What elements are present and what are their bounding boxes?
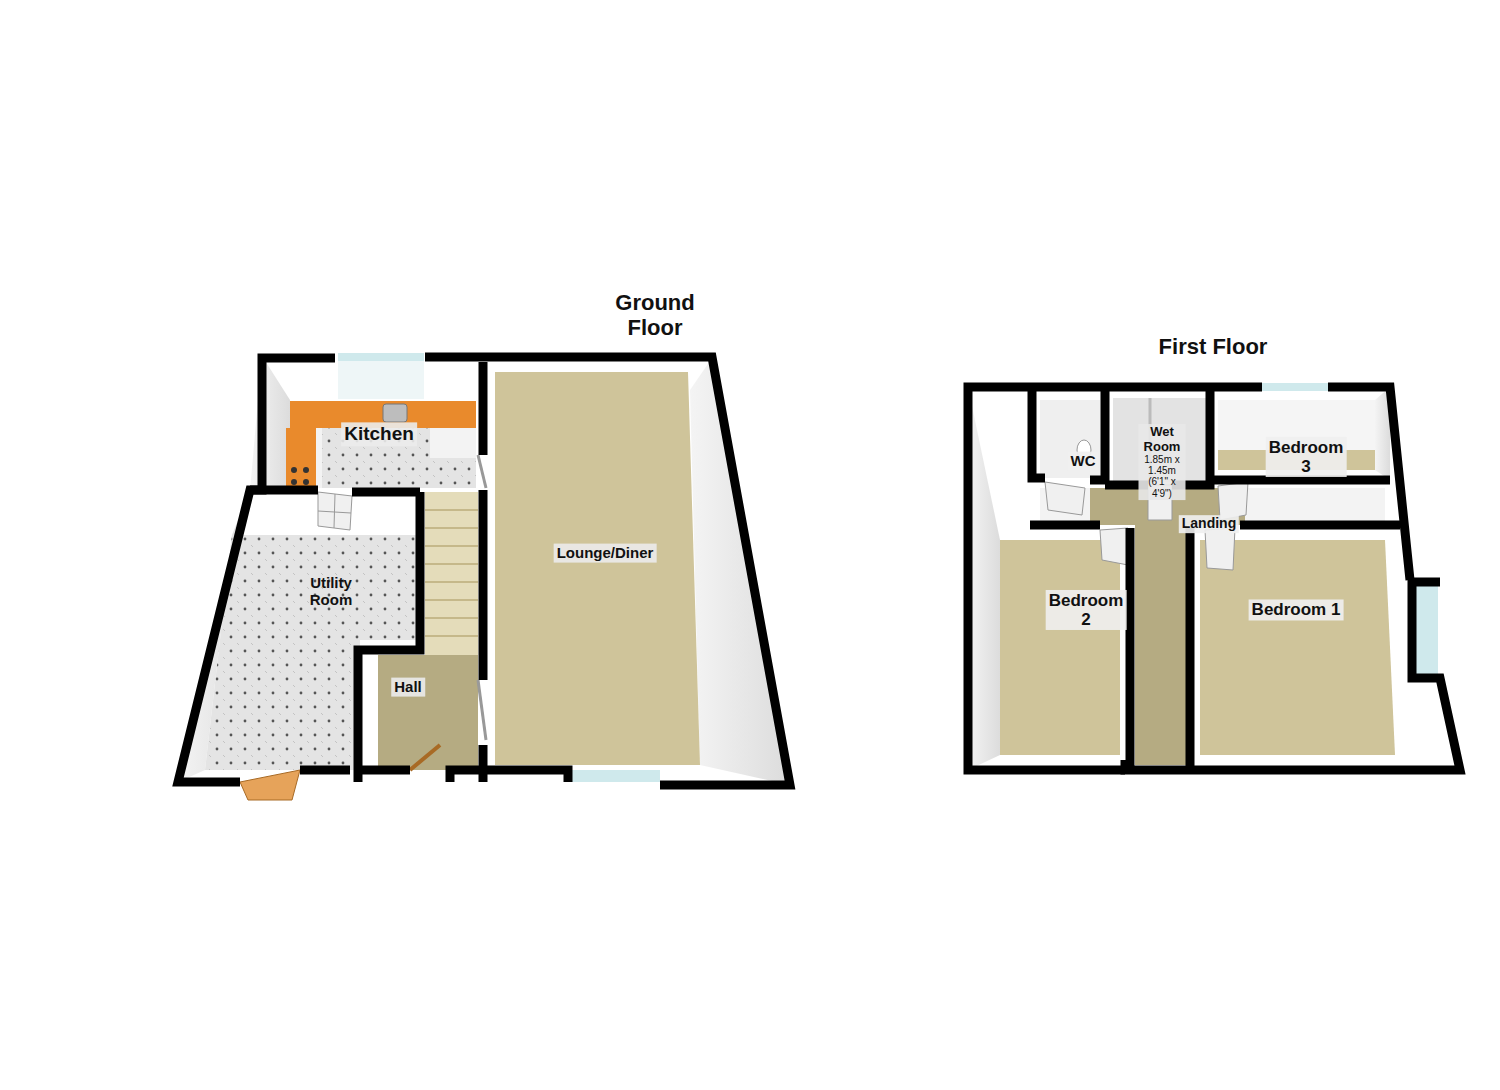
room-name: Hall <box>394 679 422 696</box>
room-label: Bedroom 2 <box>1046 590 1127 630</box>
floor-plan: First FloorWC Wet Room1.85m x 1.45m (6'1"… <box>965 330 1465 775</box>
room-label: First Floor <box>1159 335 1268 360</box>
room-name: Kitchen <box>344 424 414 445</box>
room-name: Utility Room <box>296 576 366 610</box>
room-label: Bedroom 1 <box>1249 599 1344 620</box>
room-area: Bedroom 1 <box>1196 540 1408 762</box>
room-name: Bedroom 1 <box>1252 600 1341 619</box>
room-label: WC <box>1068 452 1099 471</box>
room-name: Lounge/Diner <box>557 545 654 562</box>
room-area: WC <box>1036 398 1104 480</box>
room-area: Utility Room <box>232 529 420 764</box>
room-name: Landing <box>1182 516 1236 532</box>
room-label: Landing <box>1179 515 1239 533</box>
room-label: Kitchen <box>341 423 417 446</box>
room-name: Bedroom 3 <box>1269 438 1344 476</box>
room-area: Hall <box>362 649 478 764</box>
floor-plan: Ground FloorKitchenUtility RoomHall Loung… <box>170 289 795 795</box>
room-label: Lounge/Diner <box>554 544 657 563</box>
room-label: Wet Room1.85m x 1.45m (6'1" x 4'9") <box>1139 424 1186 500</box>
room-label: Utility Room <box>296 576 366 610</box>
room-area: Wet Room1.85m x 1.45m (6'1" x 4'9") <box>1109 396 1209 502</box>
room-dimension: 1.85m x 1.45m (6'1" x 4'9") <box>1142 454 1183 499</box>
room-name: Wet Room <box>1142 425 1183 454</box>
room-label: Ground Floor <box>585 291 725 340</box>
room-area: Kitchen <box>286 394 476 482</box>
room-name: Bedroom 2 <box>1049 591 1124 629</box>
floor-heading: Ground Floor <box>585 291 725 340</box>
room-area: Bedroom 2 <box>976 540 1128 762</box>
room-name: WC <box>1071 453 1096 470</box>
room-label: Hall <box>391 678 425 697</box>
room-area: Bedroom 3 <box>1214 396 1386 479</box>
room-area: Lounge/Diner <box>495 366 700 759</box>
room-area: Landing <box>1036 486 1388 538</box>
room-label: Bedroom 3 <box>1266 437 1347 477</box>
floor-heading: First Floor <box>1159 335 1268 360</box>
